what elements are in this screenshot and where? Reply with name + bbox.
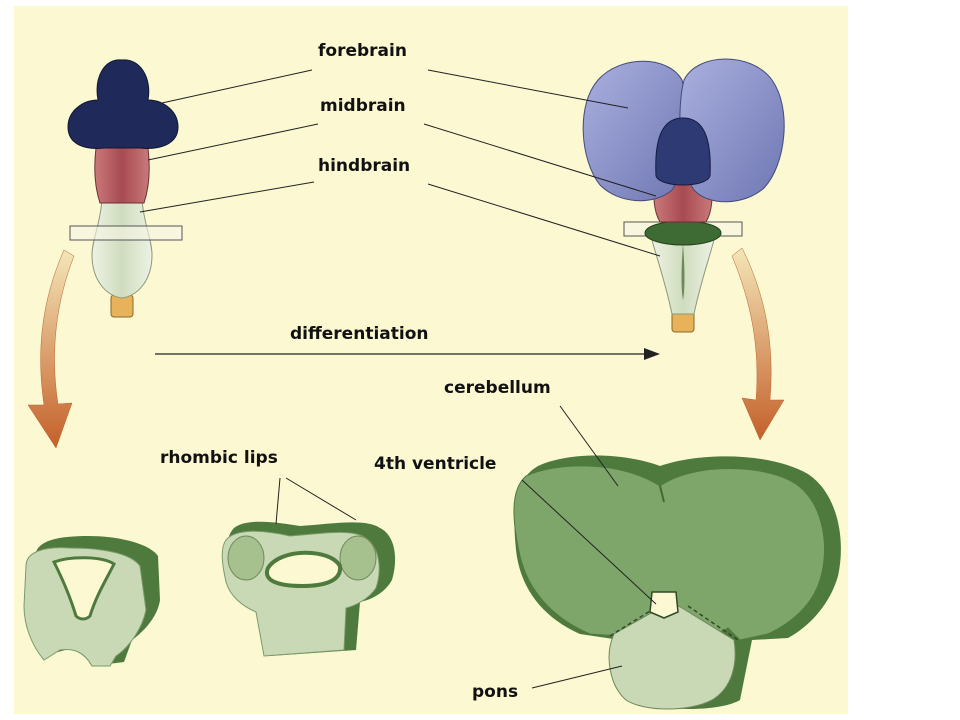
cerebellum-face [513, 465, 825, 641]
right-curved-arrow [731, 247, 785, 441]
leader-cerebellum [559, 405, 619, 487]
label-pons: pons [472, 682, 519, 702]
rhombic-lip-right [339, 535, 377, 581]
fourth-ventricle-cavity [649, 591, 679, 619]
label-differentiation: differentiation [290, 324, 429, 344]
label-cerebellum: cerebellum [444, 378, 551, 398]
leader-forebrain-right [427, 69, 629, 109]
leader-lines [139, 69, 661, 689]
leader-midbrain-left [147, 123, 319, 161]
label-forebrain: forebrain [318, 41, 407, 61]
leader-hindbrain-left [139, 181, 315, 213]
late-brain [582, 58, 785, 333]
differentiation-arrowhead [644, 348, 660, 360]
label-hindbrain: hindbrain [318, 156, 411, 176]
leader-fourth-ventricle [521, 479, 657, 605]
late-diencephalon [655, 117, 711, 186]
cross-section-middle-canal [264, 550, 343, 589]
left-curved-arrow [27, 249, 75, 449]
late-cerebellum-ring [644, 220, 722, 246]
leader-midbrain-right [423, 123, 657, 197]
cross-section-early [23, 536, 160, 667]
leader-pons [531, 665, 623, 689]
leader-rhombic-lip-left [275, 477, 281, 525]
leader-forebrain-left [161, 69, 313, 104]
cross-section-cerebellum [513, 455, 841, 710]
cerebellum-pons-boundary [609, 605, 739, 641]
cross-section-middle [221, 521, 396, 657]
rhombic-lip-left [227, 535, 265, 581]
leader-rhombic-lip-right [285, 477, 357, 521]
early-neural-tube [67, 59, 183, 318]
label-midbrain: midbrain [320, 96, 406, 116]
leader-hindbrain-right [427, 183, 661, 257]
early-midbrain [94, 147, 150, 204]
label-fourth-ventricle: 4th ventricle [374, 454, 497, 474]
early-section-plane [69, 225, 183, 241]
label-rhombic-lips: rhombic lips [160, 448, 278, 468]
late-medulla-groove [681, 244, 685, 300]
early-forebrain [67, 59, 179, 149]
early-hindbrain [91, 199, 153, 299]
late-spinal-cord [671, 311, 695, 333]
cross-section-early-canal [51, 556, 116, 621]
cerebellum-midline-notch [659, 485, 665, 503]
